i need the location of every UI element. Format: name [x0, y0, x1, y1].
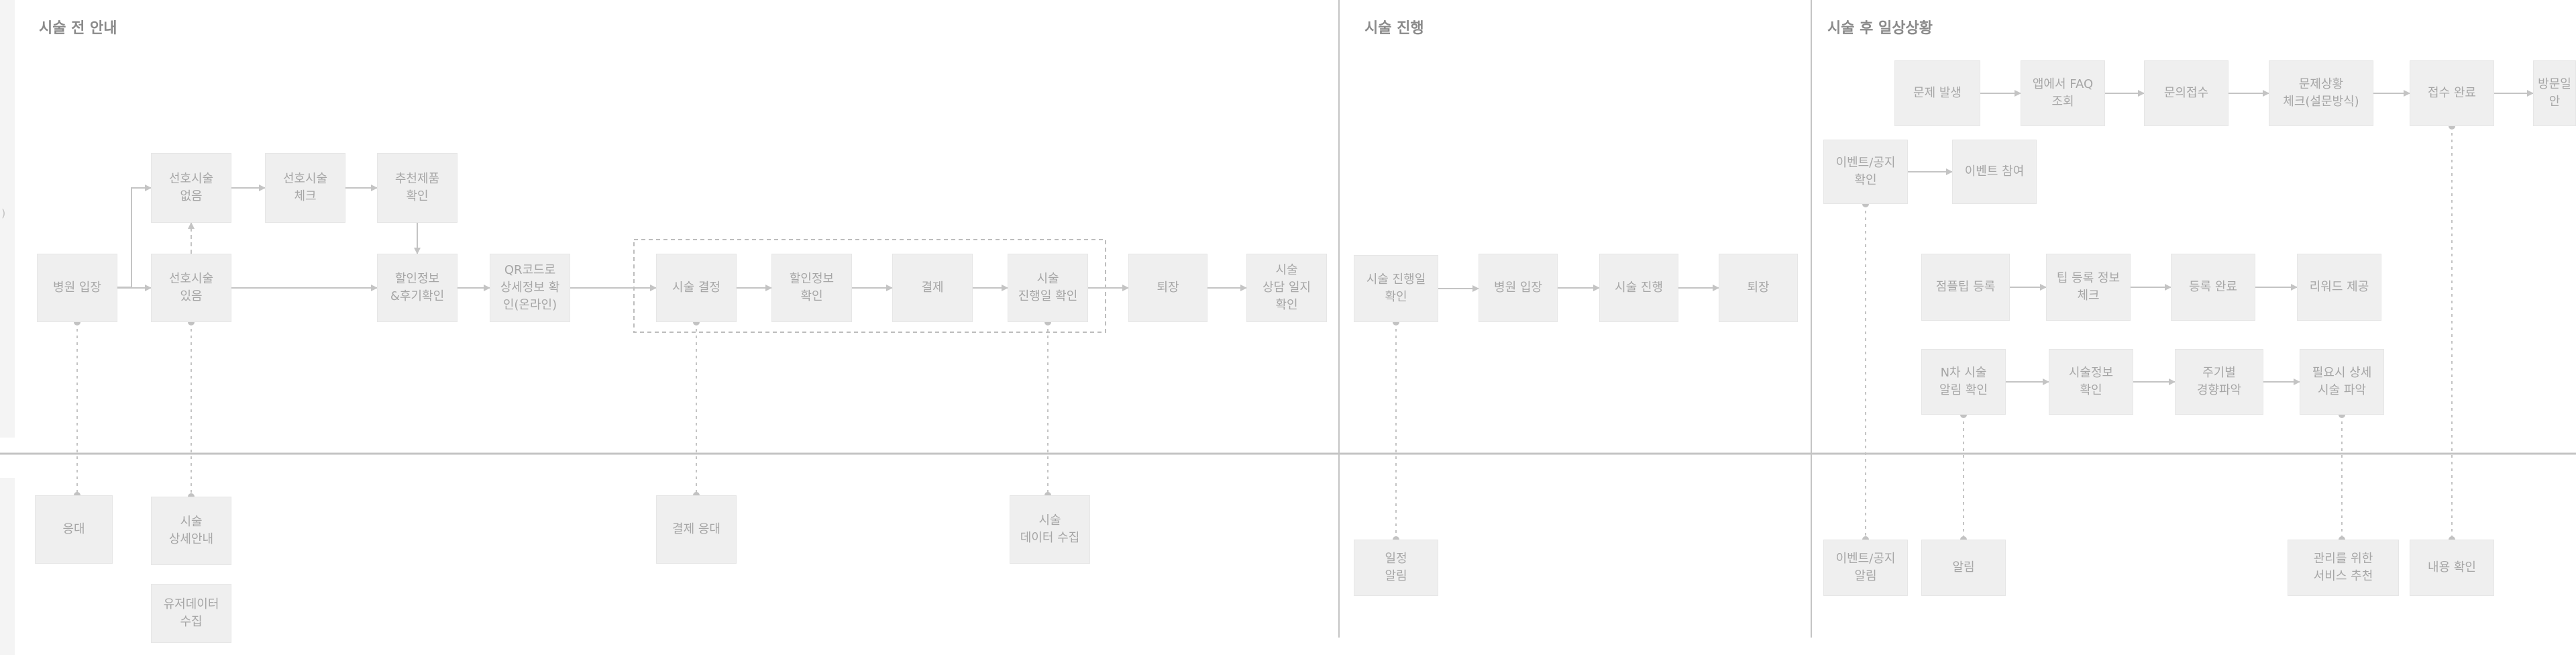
- flow-node-d2: 병원 입장: [1479, 254, 1558, 322]
- flow-node-p16: 필요시 상세 시술 파악: [2300, 349, 2384, 415]
- section-title-pre: 시술 전 안내: [39, 20, 117, 37]
- flow-node-p8: 이벤트 참여: [1952, 140, 2037, 204]
- flow-node-n16: 유저데이터 수집: [151, 584, 231, 643]
- flow-node-p3: 문의접수: [2144, 60, 2229, 126]
- flow-node-p10: 팁 등록 정보 체크: [2046, 254, 2131, 321]
- edge-mark: ): [1, 207, 6, 219]
- flow-node-n9: 할인정보 확인: [771, 254, 852, 322]
- flow-node-p17: 이벤트/공지 알림: [1823, 540, 1908, 596]
- group-frame: [633, 239, 1106, 333]
- flow-node-n17: 결제 응대: [656, 495, 737, 564]
- flow-node-p4: 문제상황 체크(설문방식): [2269, 60, 2373, 126]
- section-title-during: 시술 진행: [1364, 20, 1424, 37]
- flow-node-p1: 문제 발생: [1894, 60, 1980, 126]
- flow-node-p2: 앱에서 FAQ 조회: [2021, 60, 2105, 126]
- flow-node-p20: 내용 확인: [2410, 540, 2494, 596]
- flow-node-n18: 시술 데이터 수집: [1010, 495, 1090, 564]
- flow-node-p14: 시술정보 확인: [2049, 349, 2133, 415]
- flow-node-n10: 결제: [892, 254, 973, 322]
- flow-node-d5: 일정 알림: [1354, 540, 1438, 596]
- flow-node-n12: 퇴장: [1128, 254, 1208, 322]
- flow-node-n4: 선호시술 체크: [265, 153, 345, 223]
- flow-node-n2: 선호시술 없음: [151, 153, 231, 223]
- flow-node-p13: N차 시술 알림 확인: [1921, 349, 2006, 415]
- flow-node-p12: 리워드 제공: [2297, 254, 2381, 321]
- flow-node-p7: 이벤트/공지 확인: [1823, 140, 1908, 204]
- flow-node-p9: 점플팁 등록: [1921, 254, 2010, 321]
- flow-node-p11: 등록 완료: [2171, 254, 2255, 321]
- flow-node-p6: 방문일 안: [2533, 60, 2576, 126]
- flow-node-n1: 병원 입장: [37, 254, 117, 322]
- flow-node-n15: 시술 상세안내: [151, 497, 231, 565]
- flow-node-n3: 선호시술 있음: [151, 254, 231, 322]
- left-lane-bar-bottom: [0, 478, 15, 655]
- flow-node-n5: 추천제품 확인: [377, 153, 458, 223]
- flow-node-p19: 관리를 위한 서비스 추천: [2288, 540, 2399, 596]
- flow-node-n8: 시술 결정: [656, 254, 737, 322]
- flow-node-n6: 할인정보 &후기확인: [377, 254, 458, 322]
- flow-node-p15: 주기별 경향파악: [2175, 349, 2263, 415]
- flow-node-d4: 퇴장: [1719, 254, 1798, 322]
- flow-node-d3: 시술 진행: [1599, 254, 1678, 322]
- flow-node-n13: 시술 상담 일지 확인: [1246, 254, 1327, 322]
- flow-node-n7: QR코드로 상세정보 확 인(온라인): [490, 254, 570, 322]
- edge-n1-n2: [113, 185, 152, 288]
- left-lane-bar-top: [0, 0, 15, 438]
- flow-node-n11: 시술 진행일 확인: [1008, 254, 1088, 322]
- flow-node-n14: 응대: [35, 495, 113, 564]
- section-title-post: 시술 후 일상상황: [1827, 20, 1933, 37]
- flow-node-p18: 알림: [1921, 540, 2006, 596]
- flow-node-d1: 시술 진행일 확인: [1354, 255, 1438, 322]
- flow-node-p5: 접수 완료: [2410, 60, 2494, 126]
